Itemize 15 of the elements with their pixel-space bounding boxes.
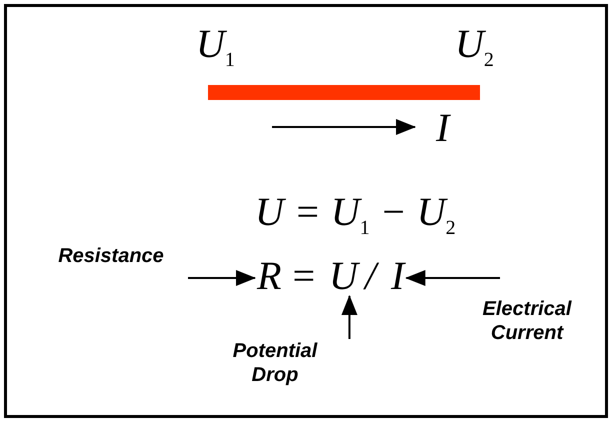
equation-text: U = U$_{1}$ − U$_{2}$ xyxy=(255,190,456,241)
variable-symbol: R xyxy=(257,254,282,298)
variable-symbol: U xyxy=(329,254,358,298)
division-slash: / xyxy=(365,254,376,298)
current-symbol: I xyxy=(436,106,450,150)
variable-symbol: I xyxy=(391,254,404,298)
subscripted-symbol: U$_{1}$ xyxy=(196,22,235,73)
annotation-text: Electrical Current xyxy=(462,297,592,345)
annotation-text: Potential Drop xyxy=(210,339,340,387)
subscripted-symbol: U$_{2}$ xyxy=(455,22,494,73)
arrow xyxy=(405,270,500,286)
equals-sign: = xyxy=(290,254,317,298)
arrow xyxy=(188,270,256,286)
arrow xyxy=(341,295,358,339)
annotation-text: Resistance xyxy=(36,244,186,268)
